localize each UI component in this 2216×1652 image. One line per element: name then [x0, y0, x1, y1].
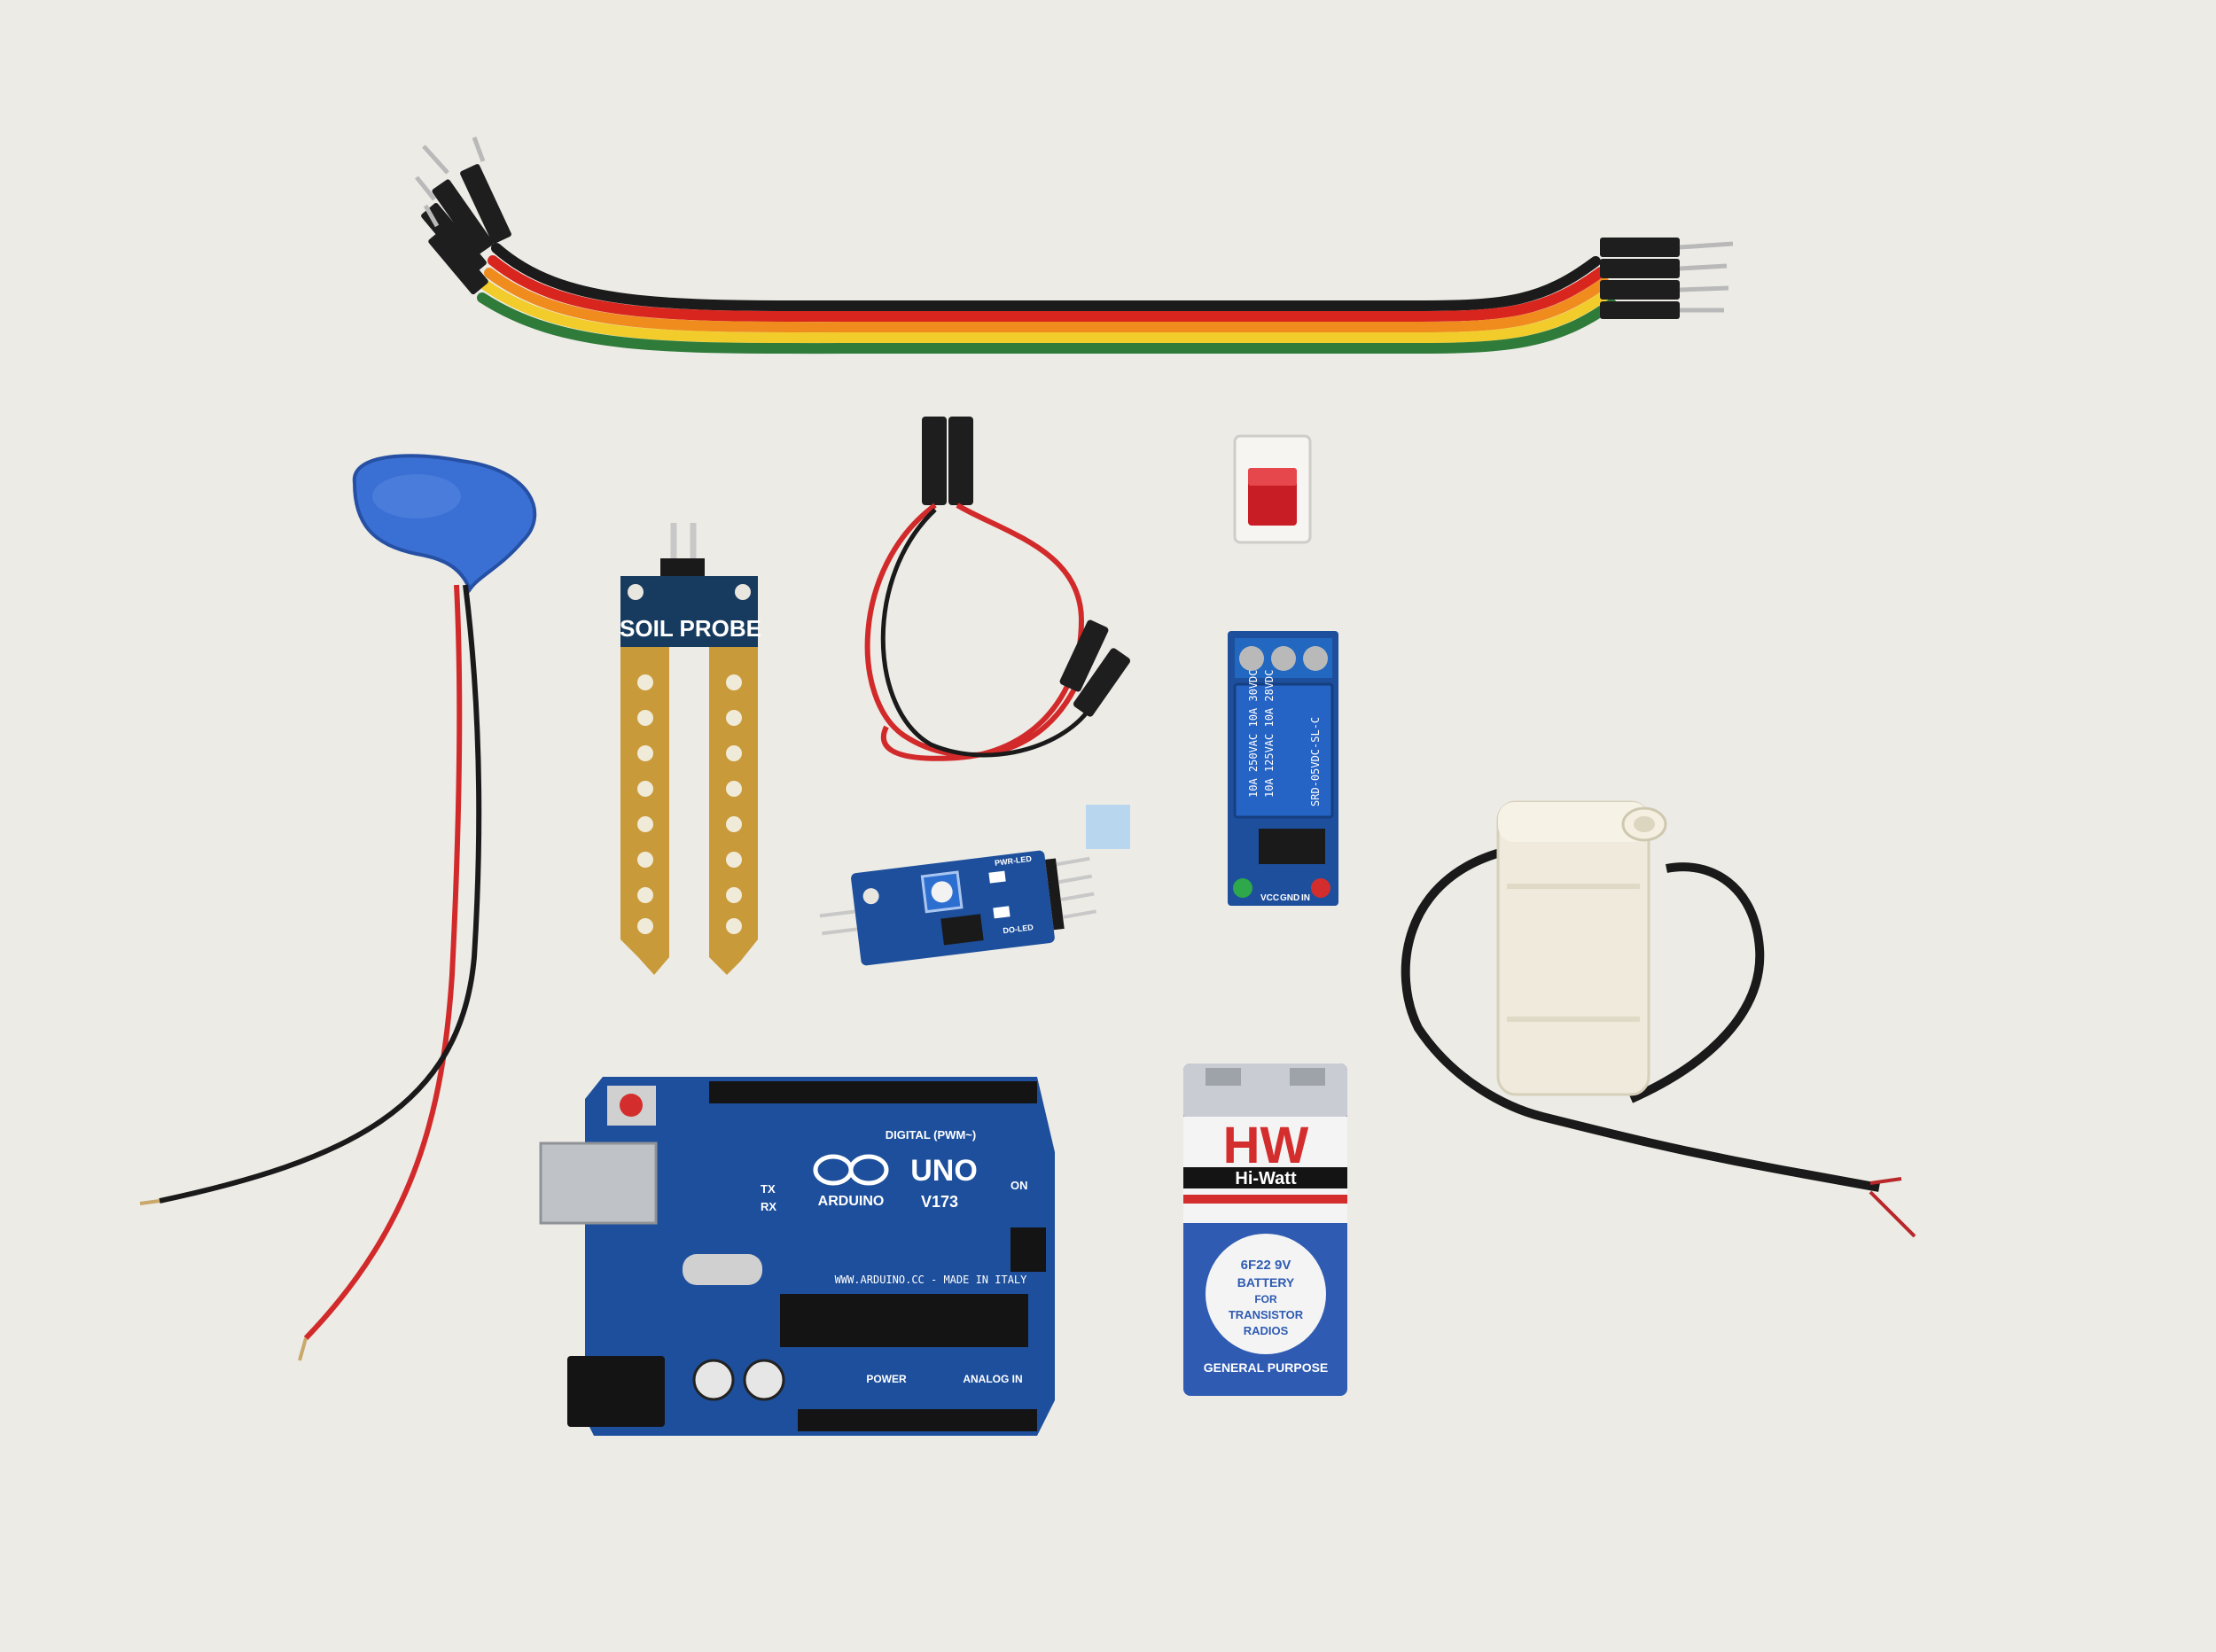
blue-sticker	[1086, 805, 1130, 849]
battery-line-3: FOR	[1254, 1293, 1277, 1305]
relay-module: 10A 250VAC 10A 30VDC 10A 125VAC 10A 28VD…	[1228, 631, 1338, 906]
arduino-analog-label: ANALOG IN	[963, 1373, 1022, 1385]
arduino-power-label: POWER	[866, 1373, 907, 1385]
relay-spec-2: 10A 125VAC 10A 28VDC	[1263, 670, 1276, 799]
soil-probe-label: SOIL PROBE	[620, 615, 761, 642]
ribbon-right-connectors	[1600, 238, 1734, 319]
rocker-switch	[1233, 434, 1312, 544]
arduino-on-label: ON	[1010, 1179, 1028, 1192]
reset-button	[620, 1094, 643, 1117]
relay-pin-gnd: GND	[1280, 893, 1299, 903]
mini-water-pump	[1401, 800, 1916, 1238]
relay-model: SRD-05VDC-SL-C	[1309, 717, 1322, 807]
arduino-brand-label: ARDUINO	[818, 1194, 885, 1209]
battery-purpose: GENERAL PURPOSE	[1204, 1360, 1329, 1375]
dc-power-jack	[567, 1356, 665, 1427]
relay-pin-vcc: VCC	[1260, 893, 1279, 903]
sensor-comparator-module: PWR-LED DO-LED	[819, 850, 1096, 966]
soil-moisture-probe: SOIL PROBE	[620, 523, 761, 975]
dupont-wire-pair	[864, 417, 1131, 761]
atmega-chip	[780, 1294, 1028, 1347]
battery-line-5: RADIOS	[1244, 1324, 1289, 1337]
arduino-model-label: UNO	[910, 1154, 978, 1188]
battery-9v: HW Hi-Watt 6F22 9V BATTERY FOR TRANSISTO…	[1183, 1064, 1347, 1396]
piezo-buzzer	[139, 454, 537, 1361]
arduino-version-label: V173	[921, 1193, 958, 1211]
usb-port	[539, 1142, 658, 1225]
relay-pin-in: IN	[1301, 893, 1310, 903]
relay-spec-1: 10A 250VAC 10A 30VDC	[1247, 670, 1260, 799]
battery-type: 6F22 9V	[1241, 1258, 1291, 1273]
battery-logo: HW	[1223, 1117, 1309, 1174]
arduino-rx-label: RX	[761, 1200, 776, 1213]
arduino-digital-label: DIGITAL (PWM~)	[886, 1128, 976, 1142]
battery-brand: Hi-Watt	[1235, 1169, 1297, 1188]
battery-line-4: TRANSISTOR	[1229, 1308, 1304, 1321]
ribbon-left-connectors	[415, 136, 511, 295]
ribbon-jumper-cable	[415, 136, 1734, 355]
module-do-led-label: DO-LED	[1003, 923, 1034, 935]
battery-line-2: BATTERY	[1237, 1275, 1295, 1290]
arduino-site-label: WWW.ARDUINO.CC - MADE IN ITALY	[835, 1274, 1028, 1286]
arduino-uno-board: UNO ARDUINO V173 DIGITAL (PWM~) ON TX RX…	[539, 1077, 1055, 1436]
arduino-tx-label: TX	[761, 1182, 776, 1196]
